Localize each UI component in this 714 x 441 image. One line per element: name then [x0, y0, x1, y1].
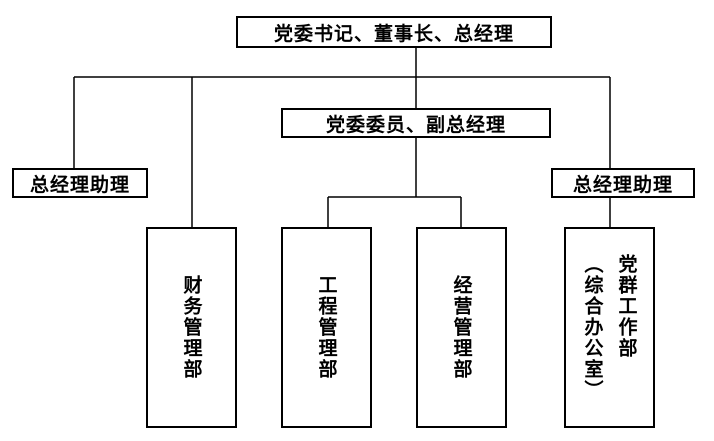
engineering-dept-label: 工程管理部: [315, 275, 338, 380]
engineering-dept-box: 工程管理部: [281, 227, 372, 428]
top-executive-label: 党委书记、董事长、总经理: [273, 22, 514, 45]
finance-dept-box: 财务管理部: [146, 227, 237, 428]
operations-dept-label: 经营管理部: [450, 275, 473, 380]
finance-dept-label: 财务管理部: [180, 275, 203, 380]
vice-executive-box: 党委委员、副总经理: [281, 108, 551, 138]
party-dept-label: 党群工作部: [615, 254, 638, 359]
top-executive-box: 党委书记、董事长、总经理: [236, 16, 552, 48]
vice-executive-label: 党委委员、副总经理: [325, 113, 506, 136]
general-office-label: （综合办公室）: [581, 254, 604, 401]
left-assistant-label: 总经理助理: [29, 173, 130, 196]
operations-dept-box: 经营管理部: [416, 227, 507, 428]
right-assistant-box: 总经理助理: [551, 168, 695, 198]
party-dept-box: 党群工作部 （综合办公室）: [564, 227, 655, 428]
party-dept-columns: 党群工作部 （综合办公室）: [579, 254, 641, 401]
right-assistant-label: 总经理助理: [572, 173, 673, 196]
left-assistant-box: 总经理助理: [12, 168, 148, 198]
